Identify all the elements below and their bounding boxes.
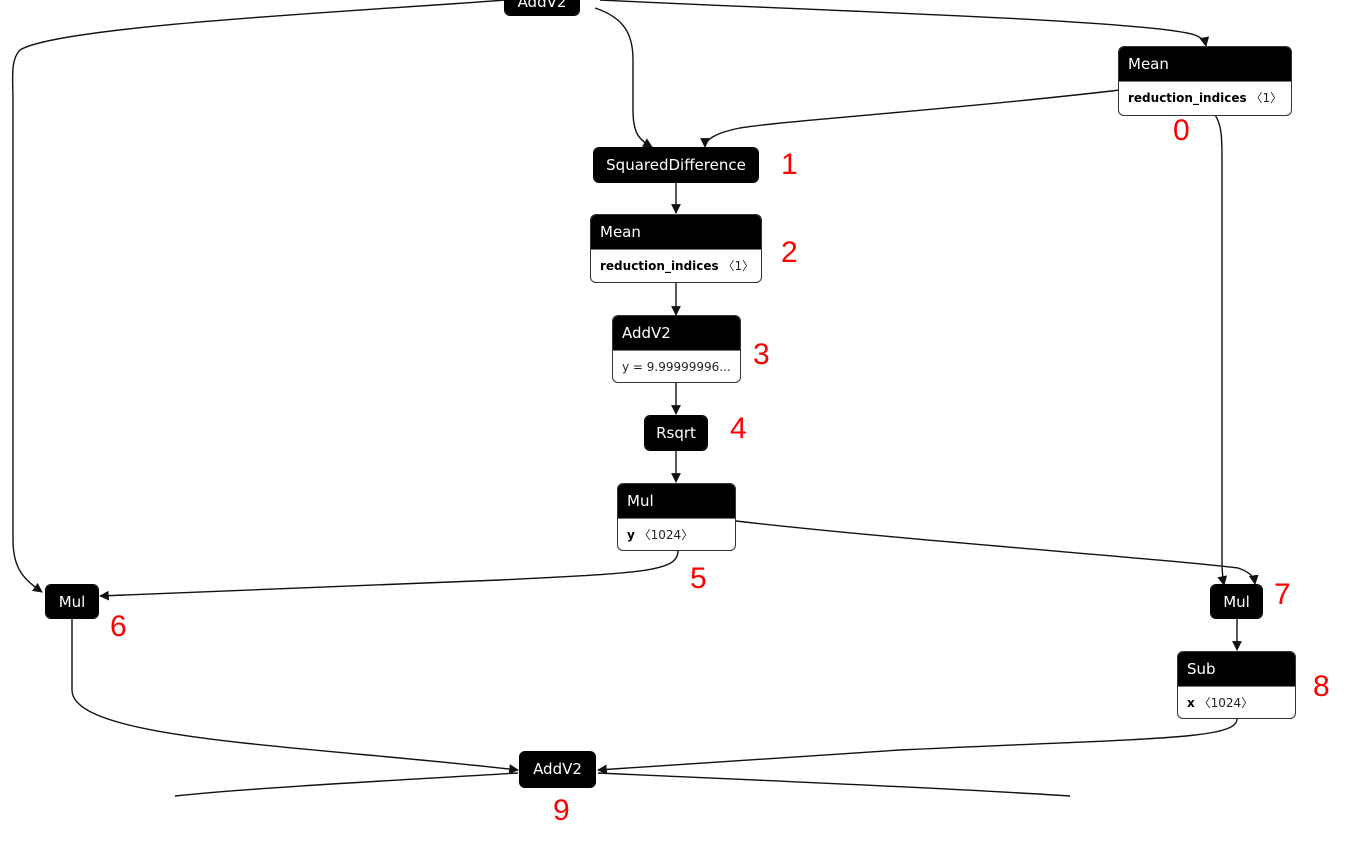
- node-top-addv2[interactable]: AddV2: [504, 0, 580, 16]
- attr-name: reduction_indices: [1128, 91, 1247, 105]
- node-mul-7[interactable]: Mul: [1210, 584, 1263, 619]
- annotation-label-4: 4: [730, 412, 747, 445]
- annotation-label-6: 6: [110, 610, 127, 643]
- node-sub-8[interactable]: Sub x 〈1024〉: [1177, 651, 1296, 719]
- edge-addv2-to-mul6: [11, 0, 506, 593]
- node-addv2-3[interactable]: AddV2 y = 9.99999996...: [612, 315, 741, 383]
- node-op-label: Mul: [618, 484, 735, 518]
- annotation-label-9: 9: [553, 794, 570, 827]
- attr-name: y: [627, 528, 635, 542]
- attr-value: 〈1〉: [722, 259, 755, 273]
- node-squared-difference-1[interactable]: SquaredDifference: [593, 147, 759, 183]
- node-attribute: reduction_indices 〈1〉: [591, 249, 761, 282]
- node-mul-6[interactable]: Mul: [45, 584, 99, 619]
- node-mean-2[interactable]: Mean reduction_indices 〈1〉: [590, 214, 762, 283]
- edge-addv2-9-out-left: [174, 772, 519, 797]
- node-attribute: y 〈1024〉: [618, 518, 735, 550]
- node-attribute: x 〈1024〉: [1178, 686, 1295, 718]
- annotation-label-0: 0: [1173, 114, 1190, 147]
- edge-sub8-to-addv2-9: [597, 718, 1238, 775]
- node-mul-5[interactable]: Mul y 〈1024〉: [617, 483, 736, 551]
- node-mean-0[interactable]: Mean reduction_indices 〈1〉: [1118, 46, 1292, 116]
- node-op-label: AddV2: [613, 316, 740, 350]
- edge-mul5-to-mul7: [735, 520, 1259, 585]
- edge-mul5-to-mul6: [99, 550, 679, 601]
- attr-name: x: [1187, 696, 1195, 710]
- edge-mean0-to-mul7: [1214, 114, 1228, 586]
- annotation-label-5: 5: [690, 562, 707, 595]
- node-op-label: Mul: [46, 585, 98, 618]
- edge-addv2-9-out-right: [597, 772, 1071, 797]
- node-op-label: AddV2: [520, 752, 595, 786]
- edge-addv2-to-sqdiff: [594, 7, 653, 148]
- node-attribute: y = 9.99999996...: [613, 350, 740, 382]
- node-op-label: Rsqrt: [645, 416, 707, 450]
- node-addv2-9[interactable]: AddV2: [519, 751, 596, 788]
- attr-value: 〈1024〉: [1198, 696, 1254, 710]
- edge-mean0-to-sqdiff: [700, 89, 1121, 148]
- node-op-label: Mean: [591, 215, 761, 249]
- attr-value: 〈1024〉: [638, 528, 694, 542]
- edge-addv2-to-mean0: [599, 0, 1210, 47]
- node-rsqrt-4[interactable]: Rsqrt: [644, 415, 708, 451]
- annotation-label-3: 3: [753, 338, 770, 371]
- edge-mul6-to-addv2-9: [71, 619, 519, 774]
- node-op-label: Mul: [1211, 585, 1262, 618]
- annotation-label-1: 1: [781, 148, 798, 181]
- node-op-label: Mean: [1119, 47, 1291, 81]
- annotation-label-2: 2: [781, 236, 798, 269]
- attr-name: reduction_indices: [600, 259, 719, 273]
- attr-value: 〈1〉: [1250, 91, 1283, 105]
- node-op-label: Sub: [1178, 652, 1295, 686]
- node-attribute: reduction_indices 〈1〉: [1119, 81, 1291, 114]
- node-op-label: AddV2: [505, 0, 579, 15]
- annotation-label-8: 8: [1313, 670, 1330, 703]
- node-op-label: SquaredDifference: [594, 148, 758, 182]
- annotation-label-7: 7: [1274, 578, 1291, 611]
